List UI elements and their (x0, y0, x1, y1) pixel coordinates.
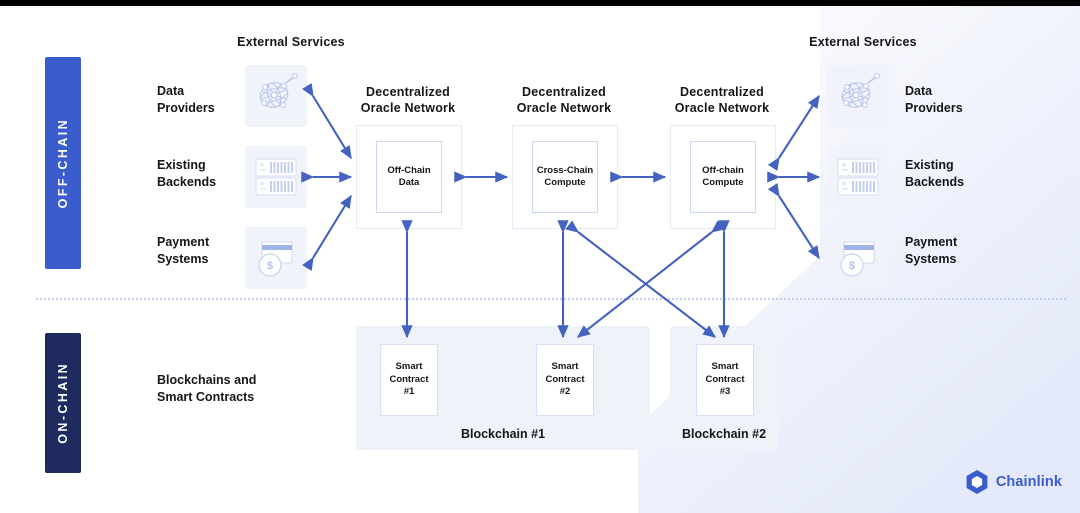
server-rack-icon (837, 158, 879, 196)
server-rack-icon (255, 158, 297, 196)
don-1-node: Off-Chain Data (376, 141, 442, 213)
band-on-chain-label: ON-CHAIN (56, 362, 70, 444)
smart-contract-1: Smart Contract #1 (380, 344, 438, 416)
chainlink-hexagon-icon (966, 470, 988, 494)
chainlink-brand: Chainlink (965, 469, 1062, 495)
svg-text:$: $ (267, 260, 273, 272)
left-service-label-data-providers: Data Providers (157, 84, 215, 115)
don-2-node: Cross-Chain Compute (532, 141, 598, 213)
chainlink-brand-text: Chainlink (995, 474, 1062, 490)
blockchain-2-label: Blockchain #2 (681, 427, 767, 441)
title-external-services-right: External Services (809, 35, 917, 49)
right-service-label-payment-systems: Payment Systems (905, 235, 958, 266)
smart-contract-3: Smart Contract #3 (696, 344, 754, 416)
credit-card-dollar-icon: $ (258, 241, 293, 277)
title-external-services-left: External Services (237, 35, 345, 49)
credit-card-dollar-icon: $ (840, 241, 875, 277)
network-mesh-icon (259, 73, 298, 108)
don-3-node: Off-chain Compute (690, 141, 756, 213)
left-service-label-existing-backends: Existing Backends (157, 158, 217, 189)
smart-contract-2: Smart Contract #2 (536, 344, 594, 416)
on-chain-caption: Blockchains and Smart Contracts (157, 373, 257, 404)
top-black-strip (0, 0, 1080, 6)
blockchain-1-label: Blockchain #1 (460, 427, 546, 441)
band-on-chain: ON-CHAIN (45, 333, 81, 473)
left-service-tile-existing-backends (245, 146, 307, 208)
left-service-tile-payment-systems: $ (245, 227, 307, 289)
right-service-label-existing-backends: Existing Backends (905, 158, 965, 189)
left-service-tile-data-providers (245, 65, 307, 127)
band-off-chain-label: OFF-CHAIN (56, 117, 70, 209)
don-3-heading: Decentralized Oracle Network (674, 85, 770, 115)
arrow-left-payments-to-don1 (302, 194, 352, 271)
off-chain-on-chain-divider (36, 298, 1066, 300)
don-2-heading: Decentralized Oracle Network (516, 85, 612, 115)
band-off-chain: OFF-CHAIN (45, 57, 81, 269)
right-service-tile-existing-backends (827, 146, 889, 208)
network-mesh-icon (841, 73, 880, 108)
right-service-tile-payment-systems: $ (827, 227, 889, 289)
svg-text:$: $ (849, 260, 855, 272)
don-1-heading: Decentralized Oracle Network (360, 85, 456, 115)
right-service-label-data-providers: Data Providers (905, 84, 963, 115)
left-service-label-payment-systems: Payment Systems (157, 235, 210, 266)
right-service-tile-data-providers (827, 65, 889, 127)
